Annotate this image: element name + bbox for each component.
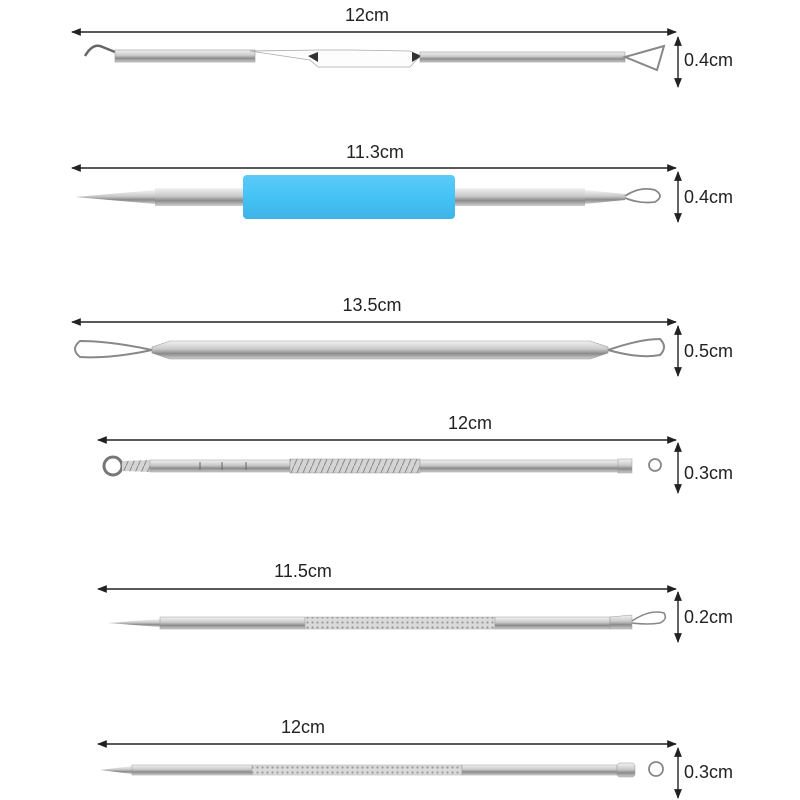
tool-1-diameter-label: 0.4cm	[684, 50, 734, 70]
tool-5-drawing	[97, 585, 682, 643]
tool-3-length-label: 13.5cm	[342, 295, 402, 315]
tool-3-diameter-label: 0.5cm	[684, 341, 734, 361]
tool-2-length-label: 11.3cm	[346, 142, 404, 162]
tool-3-drawing	[71, 318, 682, 377]
tool-2: 11.3cm 0.4cm	[0, 130, 800, 240]
tool-2-diameter-label: 0.4cm	[684, 187, 734, 207]
tool-6: 12cm 0.3cm	[0, 700, 800, 800]
tool-4-drawing	[97, 436, 682, 494]
tool-4: 12cm 0.3cm	[0, 410, 800, 510]
tool-6-drawing	[97, 740, 682, 799]
tool-3: 13.5cm 0.5cm	[0, 285, 800, 395]
tool-1: 12cm 0.4cm	[0, 0, 800, 120]
tool-4-length-label: 12cm	[447, 413, 493, 433]
tool-5-length-label: 11.5cm	[274, 561, 332, 581]
tool-1-length-label: 12cm	[344, 5, 390, 25]
tool-2-drawing	[71, 164, 682, 223]
tool-5-diameter-label: 0.2cm	[684, 607, 734, 627]
tool-6-length-label: 12cm	[280, 717, 326, 737]
tool-5: 11.5cm 0.2cm	[0, 555, 800, 655]
tool-1-drawing	[71, 28, 682, 88]
tool-6-diameter-label: 0.3cm	[684, 762, 734, 782]
tool-4-diameter-label: 0.3cm	[684, 463, 734, 483]
